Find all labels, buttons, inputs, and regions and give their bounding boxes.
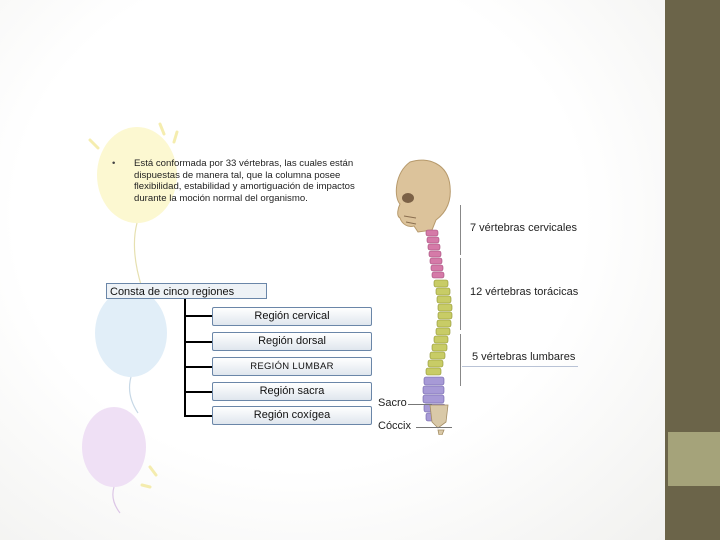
tree-trunk-line [184, 299, 186, 417]
bullet-point: • Está conformada por 33 vértebras, las … [112, 158, 370, 204]
thoracic-vertebrae [425, 279, 453, 376]
balloon-blue-icon [95, 289, 167, 414]
bullet-marker: • [112, 158, 116, 169]
tree-branch-line [184, 415, 212, 417]
tree-branch-line [184, 341, 212, 343]
sacrum-leader-line [408, 404, 432, 405]
region-box-coxigea: Región coxígea [212, 406, 372, 425]
label-coccyx: Cóccix [378, 420, 412, 432]
region-box-dorsal: Región dorsal [212, 332, 372, 351]
label-lumbar: 5 vértebras lumbares [472, 351, 576, 363]
label-sacrum: Sacro [378, 397, 407, 409]
sacrum-icon [429, 404, 449, 429]
cervical-bracket [460, 205, 461, 255]
label-cervical: 7 vértebras cervicales [470, 222, 577, 234]
coccyx-leader-line [416, 427, 452, 428]
tree-branch-line [184, 366, 212, 368]
tree-branch-line [184, 391, 212, 393]
balloon-yellow-icon [88, 122, 179, 289]
region-box-cervical: Región cervical [212, 307, 372, 326]
side-accent [668, 432, 720, 486]
cervical-vertebrae [425, 229, 445, 279]
region-box-lumbar: REGIÓN LUMBAR [212, 357, 372, 376]
spine-illustration [395, 159, 453, 435]
diagram-root-box: Consta de cinco regiones [106, 283, 267, 299]
region-box-sacra: Región sacra [212, 382, 372, 401]
skull-icon [395, 159, 451, 233]
tree-branch-line [184, 315, 212, 317]
lumbar-leader-line [462, 366, 578, 367]
label-thoracic: 12 vértebras torácicas [470, 286, 579, 298]
balloon-purple-icon [82, 407, 158, 514]
coccyx-icon [437, 429, 445, 435]
lumbar-bracket [460, 334, 461, 386]
bullet-text: Está conformada por 33 vértebras, las cu… [134, 158, 355, 204]
thoracic-bracket [460, 258, 461, 330]
